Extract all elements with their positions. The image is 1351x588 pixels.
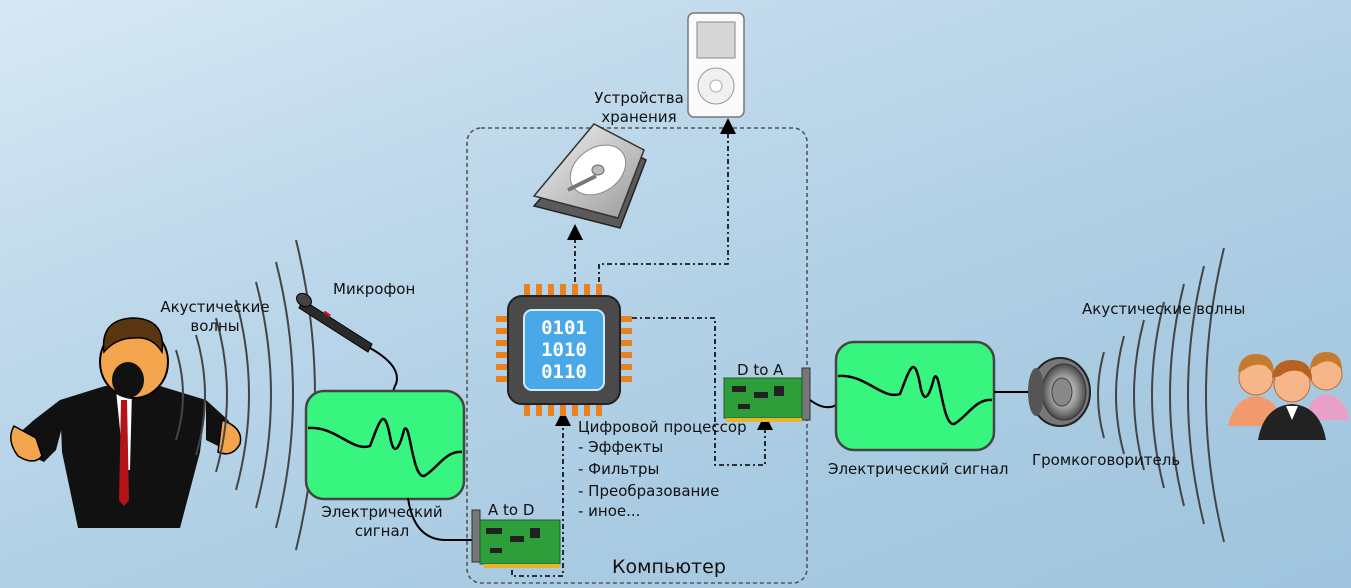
- arrow-adc-to-processor: [511, 410, 571, 577]
- label-microphone: Микрофон: [333, 280, 416, 298]
- singer-figure: [10, 317, 242, 528]
- label-proc-item-conversion: - Преобразование: [578, 482, 720, 500]
- label-acoustic-waves-left: Акустические волны: [160, 298, 270, 335]
- cable-dac-to-scope: [809, 399, 839, 409]
- electric-signal-scope-right: [834, 340, 996, 452]
- chip-binary-line-2: 1010: [541, 339, 587, 361]
- label-storage-devices: Устройства хранения: [594, 89, 684, 126]
- digital-processor-chip: 0101 1010 0110: [496, 284, 632, 416]
- chip-binary-line-3: 0110: [541, 361, 587, 383]
- label-proc-item-filters: - Фильтры: [578, 460, 660, 478]
- a-to-d-card-icon: [471, 509, 561, 568]
- label-a-to-d: A to D: [488, 501, 535, 519]
- label-computer: Компьютер: [612, 556, 726, 578]
- arrow-processor-to-dac: [632, 317, 773, 466]
- hard-disk-icon: [532, 123, 647, 229]
- label-proc-item-other: - иное...: [578, 502, 641, 520]
- acoustic-waves-right: [1097, 247, 1225, 543]
- microphone-icon: [296, 292, 409, 439]
- chip-binary-line-1: 0101: [541, 317, 587, 339]
- audience-icon: [1228, 352, 1350, 440]
- electric-signal-scope-left: [304, 389, 466, 501]
- label-electric-signal-left: Электрический сигнал: [321, 503, 443, 540]
- loudspeaker-icon: [1028, 357, 1091, 427]
- acoustic-waves-left: [175, 239, 316, 551]
- label-electric-signal-right: Электрический сигнал: [828, 460, 1009, 478]
- label-d-to-a: D to A: [737, 361, 784, 379]
- d-to-a-card-icon: [723, 367, 811, 422]
- label-digital-processor: Цифровой процессор: [578, 418, 747, 436]
- computer-boundary: [466, 127, 808, 584]
- media-player-icon: [687, 12, 745, 118]
- label-loudspeaker: Громкоговоритель: [1032, 451, 1181, 469]
- arrow-processor-to-player: [598, 118, 736, 282]
- label-proc-item-effects: - Эффекты: [578, 438, 664, 456]
- cable-scope-to-adc: [407, 497, 480, 541]
- label-acoustic-waves-right: Акустические волны: [1082, 300, 1246, 318]
